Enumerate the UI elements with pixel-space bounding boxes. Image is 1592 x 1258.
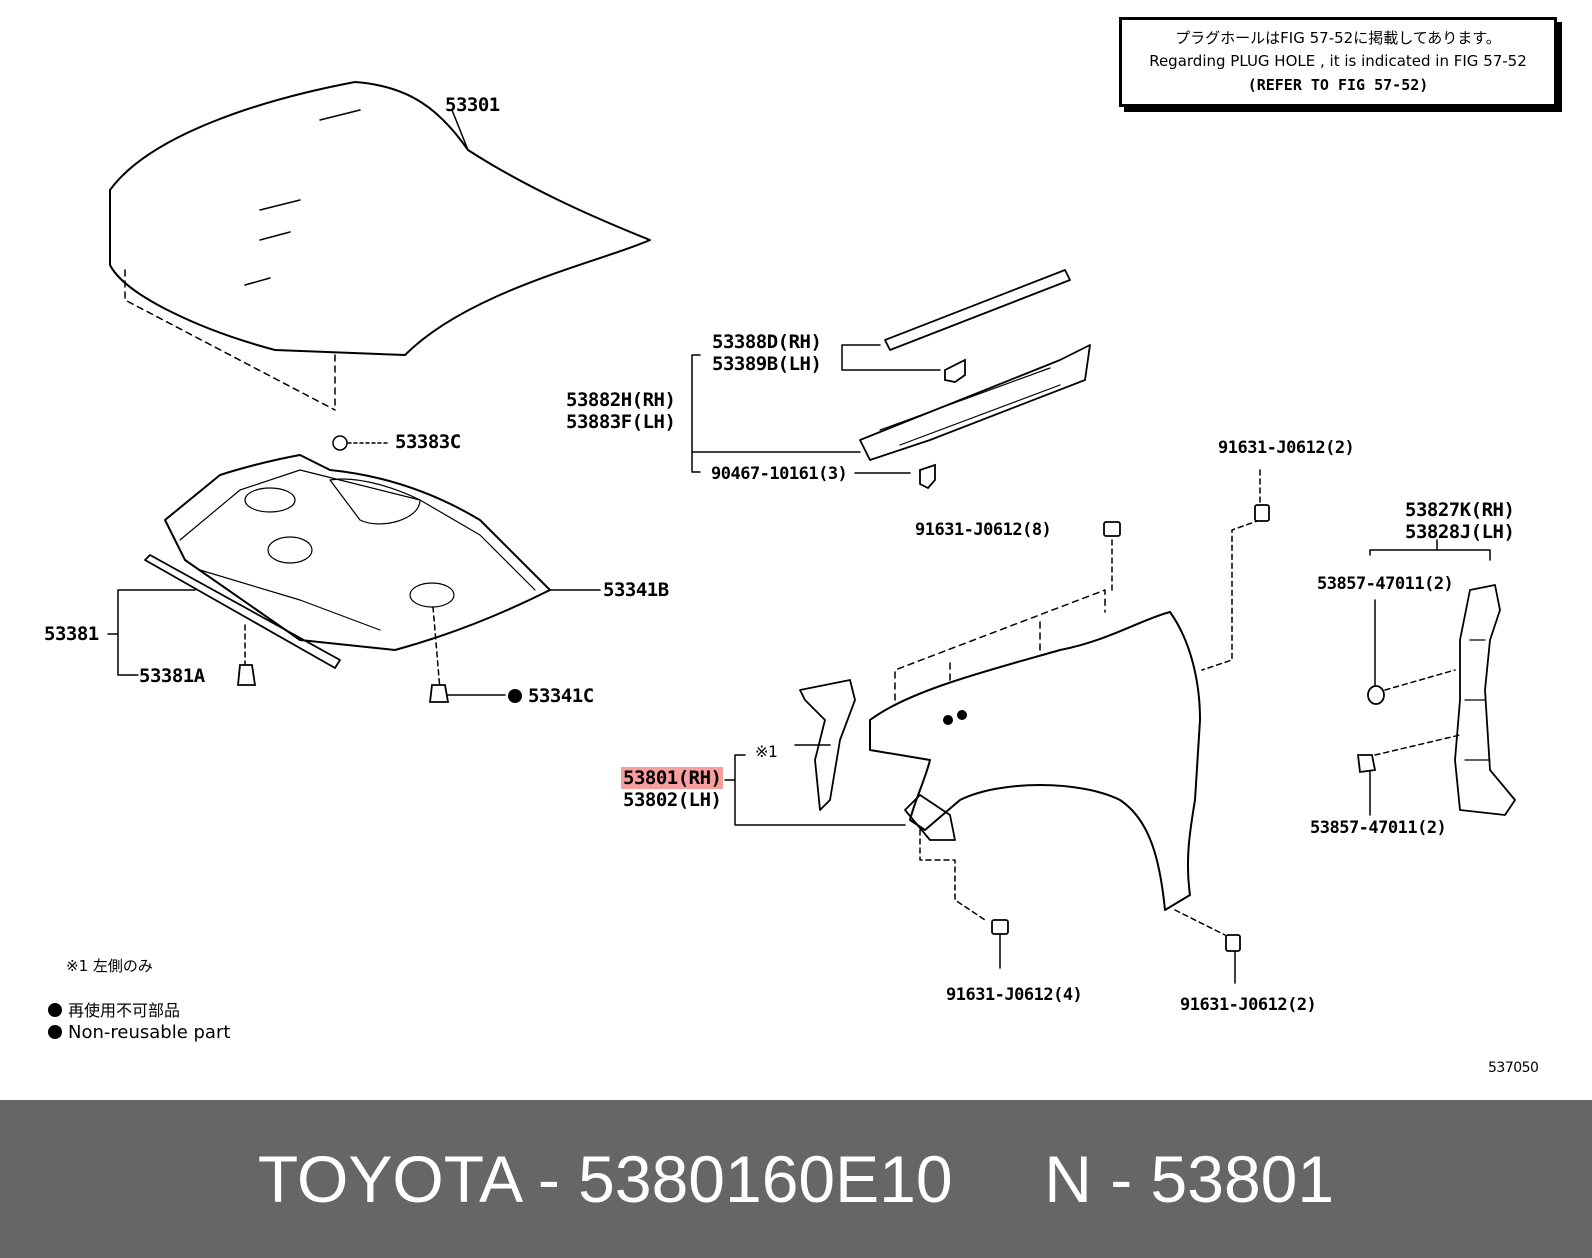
legend-nonreusable-jp-text: 再使用不可部品 [68, 1001, 181, 1020]
liner-clip-bottom-icon [1356, 754, 1377, 774]
label-fender-rh[interactable]: 53801(RH) [621, 767, 724, 789]
insulator-seal [144, 554, 341, 669]
label-bolt-mid[interactable]: 91631-J0612(8) [915, 520, 1052, 540]
legend-nonreusable-jp: 再使用不可部品 [48, 997, 180, 1021]
label-bolt-bottom-right[interactable]: 91631-J0612(2) [1180, 995, 1317, 1015]
label-fender-rh-text: 53801(RH) [621, 767, 724, 789]
cowl-seal [884, 269, 1071, 351]
legend-nonreusable-en-text: Non-reusable part [68, 1022, 231, 1043]
label-cowl-rh[interactable]: 53882H(RH) [566, 389, 676, 411]
label-liner-lh[interactable]: 53828J(LH) [1405, 521, 1515, 543]
front-fender [869, 611, 1201, 911]
insulator-clip-icon [428, 684, 450, 703]
fender-lower-bracket [904, 794, 956, 841]
label-hole-plug[interactable]: 53383C [395, 431, 461, 453]
nonreusable-dot-icon [508, 689, 522, 703]
part-footer-bar: TOYOTA - 5380160E10 N - 53801 [0, 1100, 1592, 1258]
label-seal-rh[interactable]: 53388D(RH) [712, 331, 822, 353]
bolt-bottom-left-icon [991, 919, 1009, 935]
label-liner-clip-bottom[interactable]: 53857-47011(2) [1310, 818, 1447, 838]
clip-icon [944, 358, 966, 383]
diagram-drawing [107, 81, 1516, 984]
bolt-mid-icon [1103, 521, 1121, 537]
label-insulator-seal-clip[interactable]: 53381A [139, 665, 205, 687]
label-insulator-clip[interactable]: 53341C [508, 686, 594, 706]
fender-bracket [799, 679, 856, 811]
parts-diagram: プラグホールはFIG 57-52に掲載してあります。 Regarding PLU… [44, 17, 1557, 1076]
note-line-ref: (REFER TO FIG 57-52) [1247, 76, 1429, 94]
label-fender-lh[interactable]: 53802(LH) [623, 789, 722, 811]
label-hood[interactable]: 53301 [445, 94, 500, 116]
part-footer-text: TOYOTA - 5380160E10 N - 53801 [257, 1142, 1335, 1216]
bolt-top-right-icon [1254, 504, 1270, 522]
hood-panel [109, 81, 651, 356]
label-insulator-seal[interactable]: 53381 [44, 623, 99, 645]
label-cowl-lh[interactable]: 53883F(LH) [566, 411, 676, 433]
legend-dot-icon [48, 1025, 62, 1039]
insulator-seal-clip-icon [237, 664, 257, 686]
legend-dot-icon [48, 1003, 62, 1017]
cowl-top-panel [859, 344, 1091, 461]
figure-number: 537050 [1488, 1060, 1539, 1076]
legend-nonreusable-en: Non-reusable part [48, 1022, 230, 1043]
label-liner-rh[interactable]: 53827K(RH) [1405, 499, 1515, 521]
hood-insulator [164, 454, 551, 651]
legend-note1: ※1 左側のみ [66, 957, 153, 975]
note-line-jp: プラグホールはFIG 57-52に掲載してあります。 [1175, 29, 1501, 47]
label-seal-lh[interactable]: 53389B(LH) [712, 353, 822, 375]
label-insulator-clip-text: 53341C [528, 685, 594, 707]
label-bolt-bottom-left[interactable]: 91631-J0612(4) [946, 985, 1083, 1005]
note-line-en: Regarding PLUG HOLE , it is indicated in… [1149, 52, 1527, 70]
fender-liner [1454, 584, 1516, 816]
label-bolt-top-right[interactable]: 91631-J0612(2) [1218, 438, 1355, 458]
label-liner-clip-top[interactable]: 53857-47011(2) [1317, 574, 1454, 594]
clip-lower-icon [919, 463, 936, 490]
label-clip[interactable]: 90467-10161(3) [711, 464, 848, 484]
liner-clip-top-icon [1367, 685, 1385, 705]
label-insulator[interactable]: 53341B [603, 579, 669, 601]
plug-hole-note: プラグホールはFIG 57-52に掲載してあります。 Regarding PLU… [1119, 17, 1557, 107]
bolt-bottom-right-icon [1225, 934, 1241, 952]
label-note-ref: ※1 [755, 742, 778, 761]
